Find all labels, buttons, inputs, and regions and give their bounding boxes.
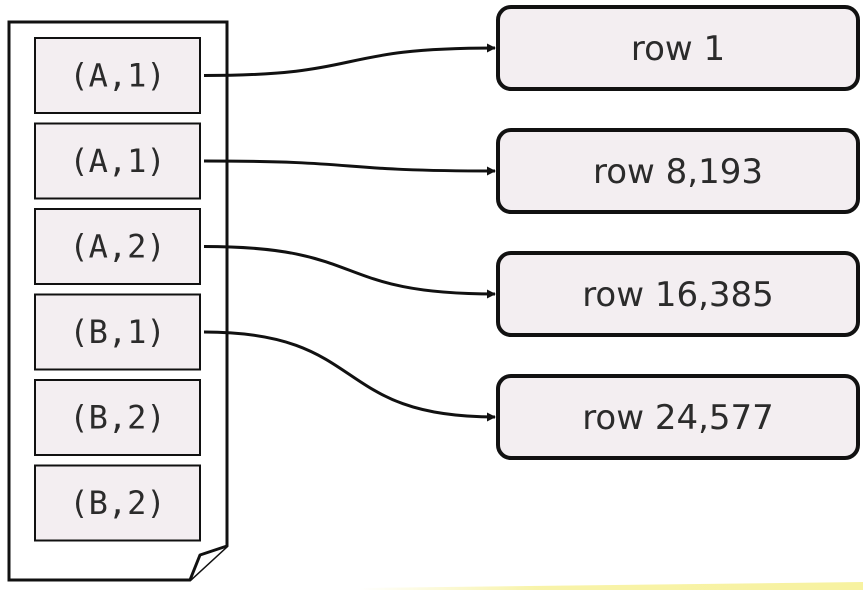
row-label: row 8,193 xyxy=(593,152,763,192)
index-key: (B,2) xyxy=(34,379,201,456)
row-box-frame xyxy=(496,128,860,214)
row-box: row 1 xyxy=(496,5,860,91)
pointer-arrow xyxy=(203,330,496,422)
index-key-box xyxy=(34,208,201,285)
pointer-arrow xyxy=(203,245,496,299)
index-key: (B,1) xyxy=(34,293,201,371)
pointer-arrows xyxy=(203,43,496,422)
row-label: row 24,577 xyxy=(582,398,774,438)
row-box-frame xyxy=(496,251,860,337)
index-key-label: (A,2) xyxy=(69,228,165,266)
page-fold-corner xyxy=(188,544,228,581)
index-key-label: (B,2) xyxy=(69,484,165,522)
index-key-label: (B,1) xyxy=(69,313,165,351)
index-key: (A,2) xyxy=(34,208,201,285)
row-box-frame xyxy=(496,5,860,91)
index-key-box xyxy=(34,37,201,114)
row-label: row 16,385 xyxy=(582,275,774,315)
index-keys: (A,1) (A,1) (A,2) (B,1) (B,2) (B,2) xyxy=(34,37,201,542)
pointer-arrow xyxy=(203,159,496,176)
index-key-label: (B,2) xyxy=(69,399,165,437)
pointer-arrow xyxy=(203,43,496,77)
row-boxes: row 1 row 8,193 row 16,385 row 24,577 xyxy=(496,5,860,460)
row-box: row 24,577 xyxy=(496,374,860,460)
index-key-box xyxy=(34,464,201,542)
index-key-box xyxy=(34,293,201,371)
index-key-label: (A,1) xyxy=(69,57,165,95)
row-box: row 16,385 xyxy=(496,251,860,337)
index-key-box xyxy=(34,122,201,200)
row-box-frame xyxy=(496,374,860,460)
index-key-box xyxy=(34,379,201,456)
index-key: (A,1) xyxy=(34,122,201,200)
index-key-label: (A,1) xyxy=(69,142,165,180)
index-key: (B,2) xyxy=(34,464,201,542)
highlight-stroke xyxy=(360,582,863,590)
row-box: row 8,193 xyxy=(496,128,860,214)
index-key: (A,1) xyxy=(34,37,201,114)
row-label: row 1 xyxy=(631,29,725,69)
